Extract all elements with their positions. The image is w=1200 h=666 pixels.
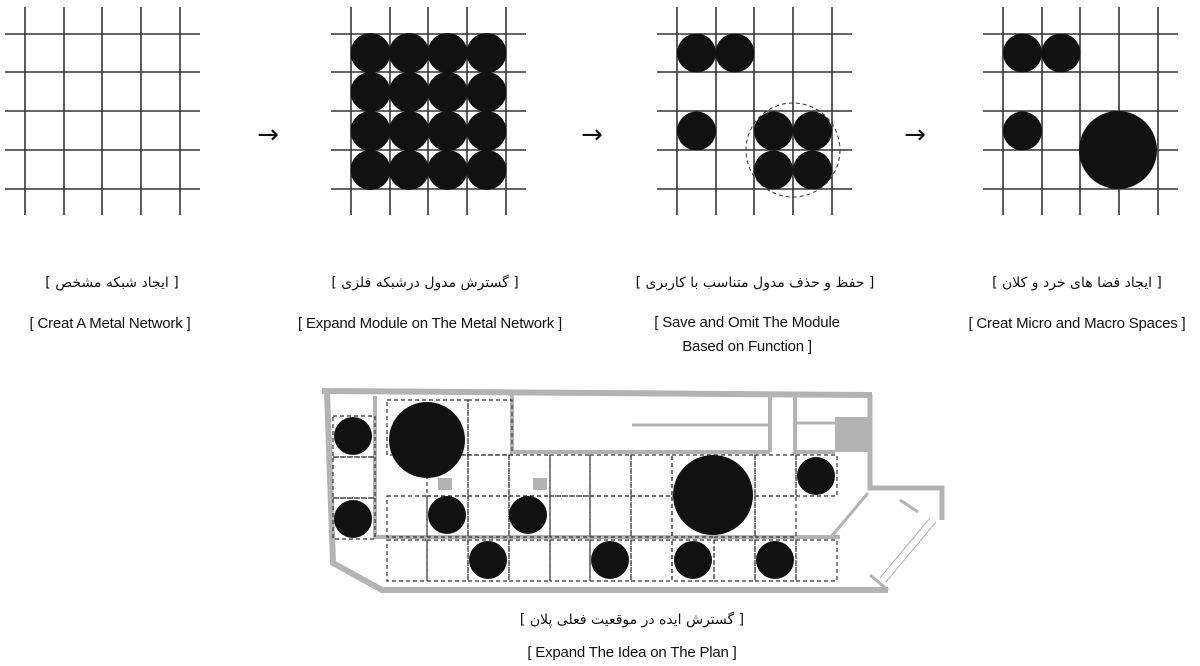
module-circle [715,33,755,73]
plan-circles [334,402,835,579]
module-circle [673,455,753,535]
module-circle [427,72,468,112]
column [438,478,452,490]
module-circle [350,150,391,190]
plan-grid-cell [589,539,632,582]
module-circles [350,33,1157,190]
stair-block [835,417,870,452]
plan-grid-cell [754,495,797,538]
module-circle [1041,33,1081,73]
module-circle [334,417,372,455]
plan-grid-cell [467,454,510,497]
module-circle [754,111,793,151]
plan-grid-cell [549,495,591,538]
plan-grid-cell [386,495,428,538]
module-circle [677,33,716,73]
plan-grid-cell [332,497,376,540]
grid-panel-3 [657,7,852,215]
plan-grid-cell [426,539,469,582]
plan-grid-cell [630,495,673,538]
plan-grid-cell [671,539,715,582]
step3-label-en-line2: Based on Function ] [682,338,812,355]
module-circle [389,111,429,151]
plan-grid-cell [630,454,673,497]
step2-label-en: [ Expand Module on The Metal Network ] [298,315,562,332]
module-circle [389,150,429,190]
plan-grid-cell [549,539,591,582]
module-circle [428,496,466,534]
module-circle [793,111,832,151]
plan-dashed-grid [332,399,838,582]
plan-grid-cell [549,454,591,497]
plan-grid-cell [713,539,756,582]
plan-grid-cell [508,539,551,582]
module-circle [466,72,507,112]
plan-grid-cell [589,495,632,538]
module-circle [509,496,547,534]
plan-grid-cell [426,495,469,538]
module-circle [334,500,372,538]
module-circle [754,150,793,190]
step4-label-en: [ Creat Micro and Macro Spaces ] [968,315,1186,332]
plan-grid-cell [508,454,551,497]
step1-label-en: [ Creat A Metal Network ] [29,315,191,332]
module-circle [756,541,794,579]
module-circle [350,111,391,151]
grid-panel-1 [5,7,200,215]
plan-label-fa: [ گسترش ایده در موقعیت فعلی پلان ] [519,612,745,628]
module-circle [350,72,391,112]
plan-grid-cell [795,539,838,582]
plan-grid-cell [630,539,673,582]
step3-label-en-line1: [ Save and Omit The Module [654,314,840,331]
step3-label-fa: [ حفظ و حذف مدول متناسب با کاربری ] [635,275,875,291]
module-circle [466,111,507,151]
arrow-icon: → [257,120,279,150]
plan-grid-cell [467,399,513,456]
plan-grid-cell [386,539,428,582]
module-circle [466,150,507,190]
module-circle [793,150,832,190]
plan-grid-cell [589,454,632,497]
module-circle [350,33,391,73]
module-circle [1003,33,1042,73]
module-circle [591,541,629,579]
step4-label-fa: [ ایجاد فضا های خرد و کلان ] [992,275,1162,291]
grid-panel-2 [331,7,526,215]
module-circle [674,541,712,579]
module-circle [427,33,468,73]
plan-grid-cell [332,415,376,458]
plan-grid-cell [332,456,376,499]
arrow-icon: → [581,120,603,150]
plan-grid-cell [467,539,510,582]
module-circle [1003,111,1042,151]
module-circle [389,72,429,112]
arrow-icon: → [904,120,926,150]
module-circle [469,541,507,579]
selection-dashed-circle [745,102,841,198]
module-circle [389,402,465,478]
plan-grid-cell [795,454,838,497]
plan-grid-cell [508,495,551,538]
plan-grid-cell [754,539,797,582]
module-circle [466,33,507,73]
module-circle [677,111,716,151]
plan-grid-cell [754,454,797,497]
module-circle [389,33,429,73]
plan-label-en: [ Expand The Idea on The Plan ] [527,644,737,661]
plan-grid-cell [467,495,510,538]
plan-grid-cell [671,454,715,497]
module-circle [797,457,835,495]
module-circle [427,150,468,190]
module-circle [1079,111,1157,189]
column [533,478,547,490]
module-circle [427,111,468,151]
grid-panels [5,7,1178,215]
step2-label-fa: [ گسترش مدول درشبکه فلزی ] [331,275,519,291]
step1-label-fa: [ ایجاد شبکه مشخص ] [45,275,179,291]
